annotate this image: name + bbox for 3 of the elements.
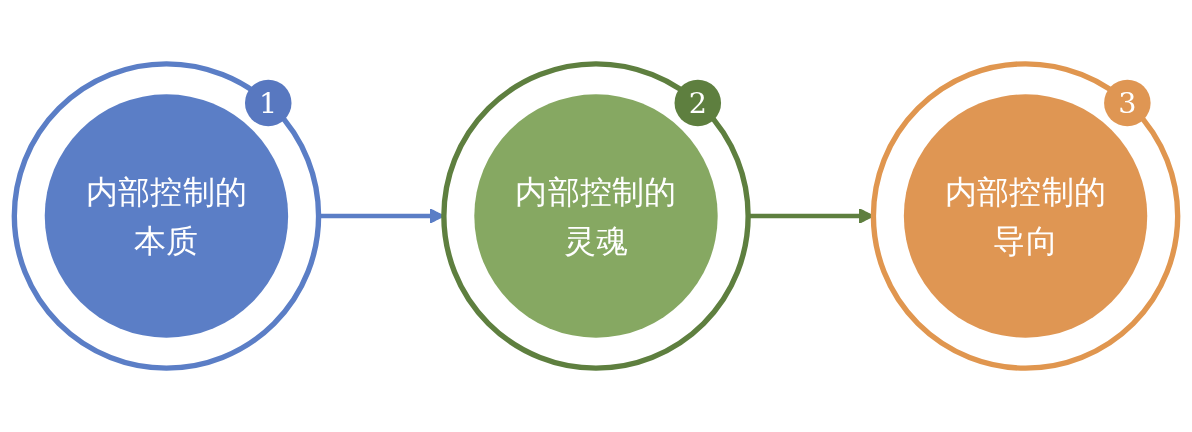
- number-badge: 2: [674, 79, 722, 127]
- number-badge: 3: [1104, 79, 1151, 127]
- number-badge: 1: [245, 79, 292, 127]
